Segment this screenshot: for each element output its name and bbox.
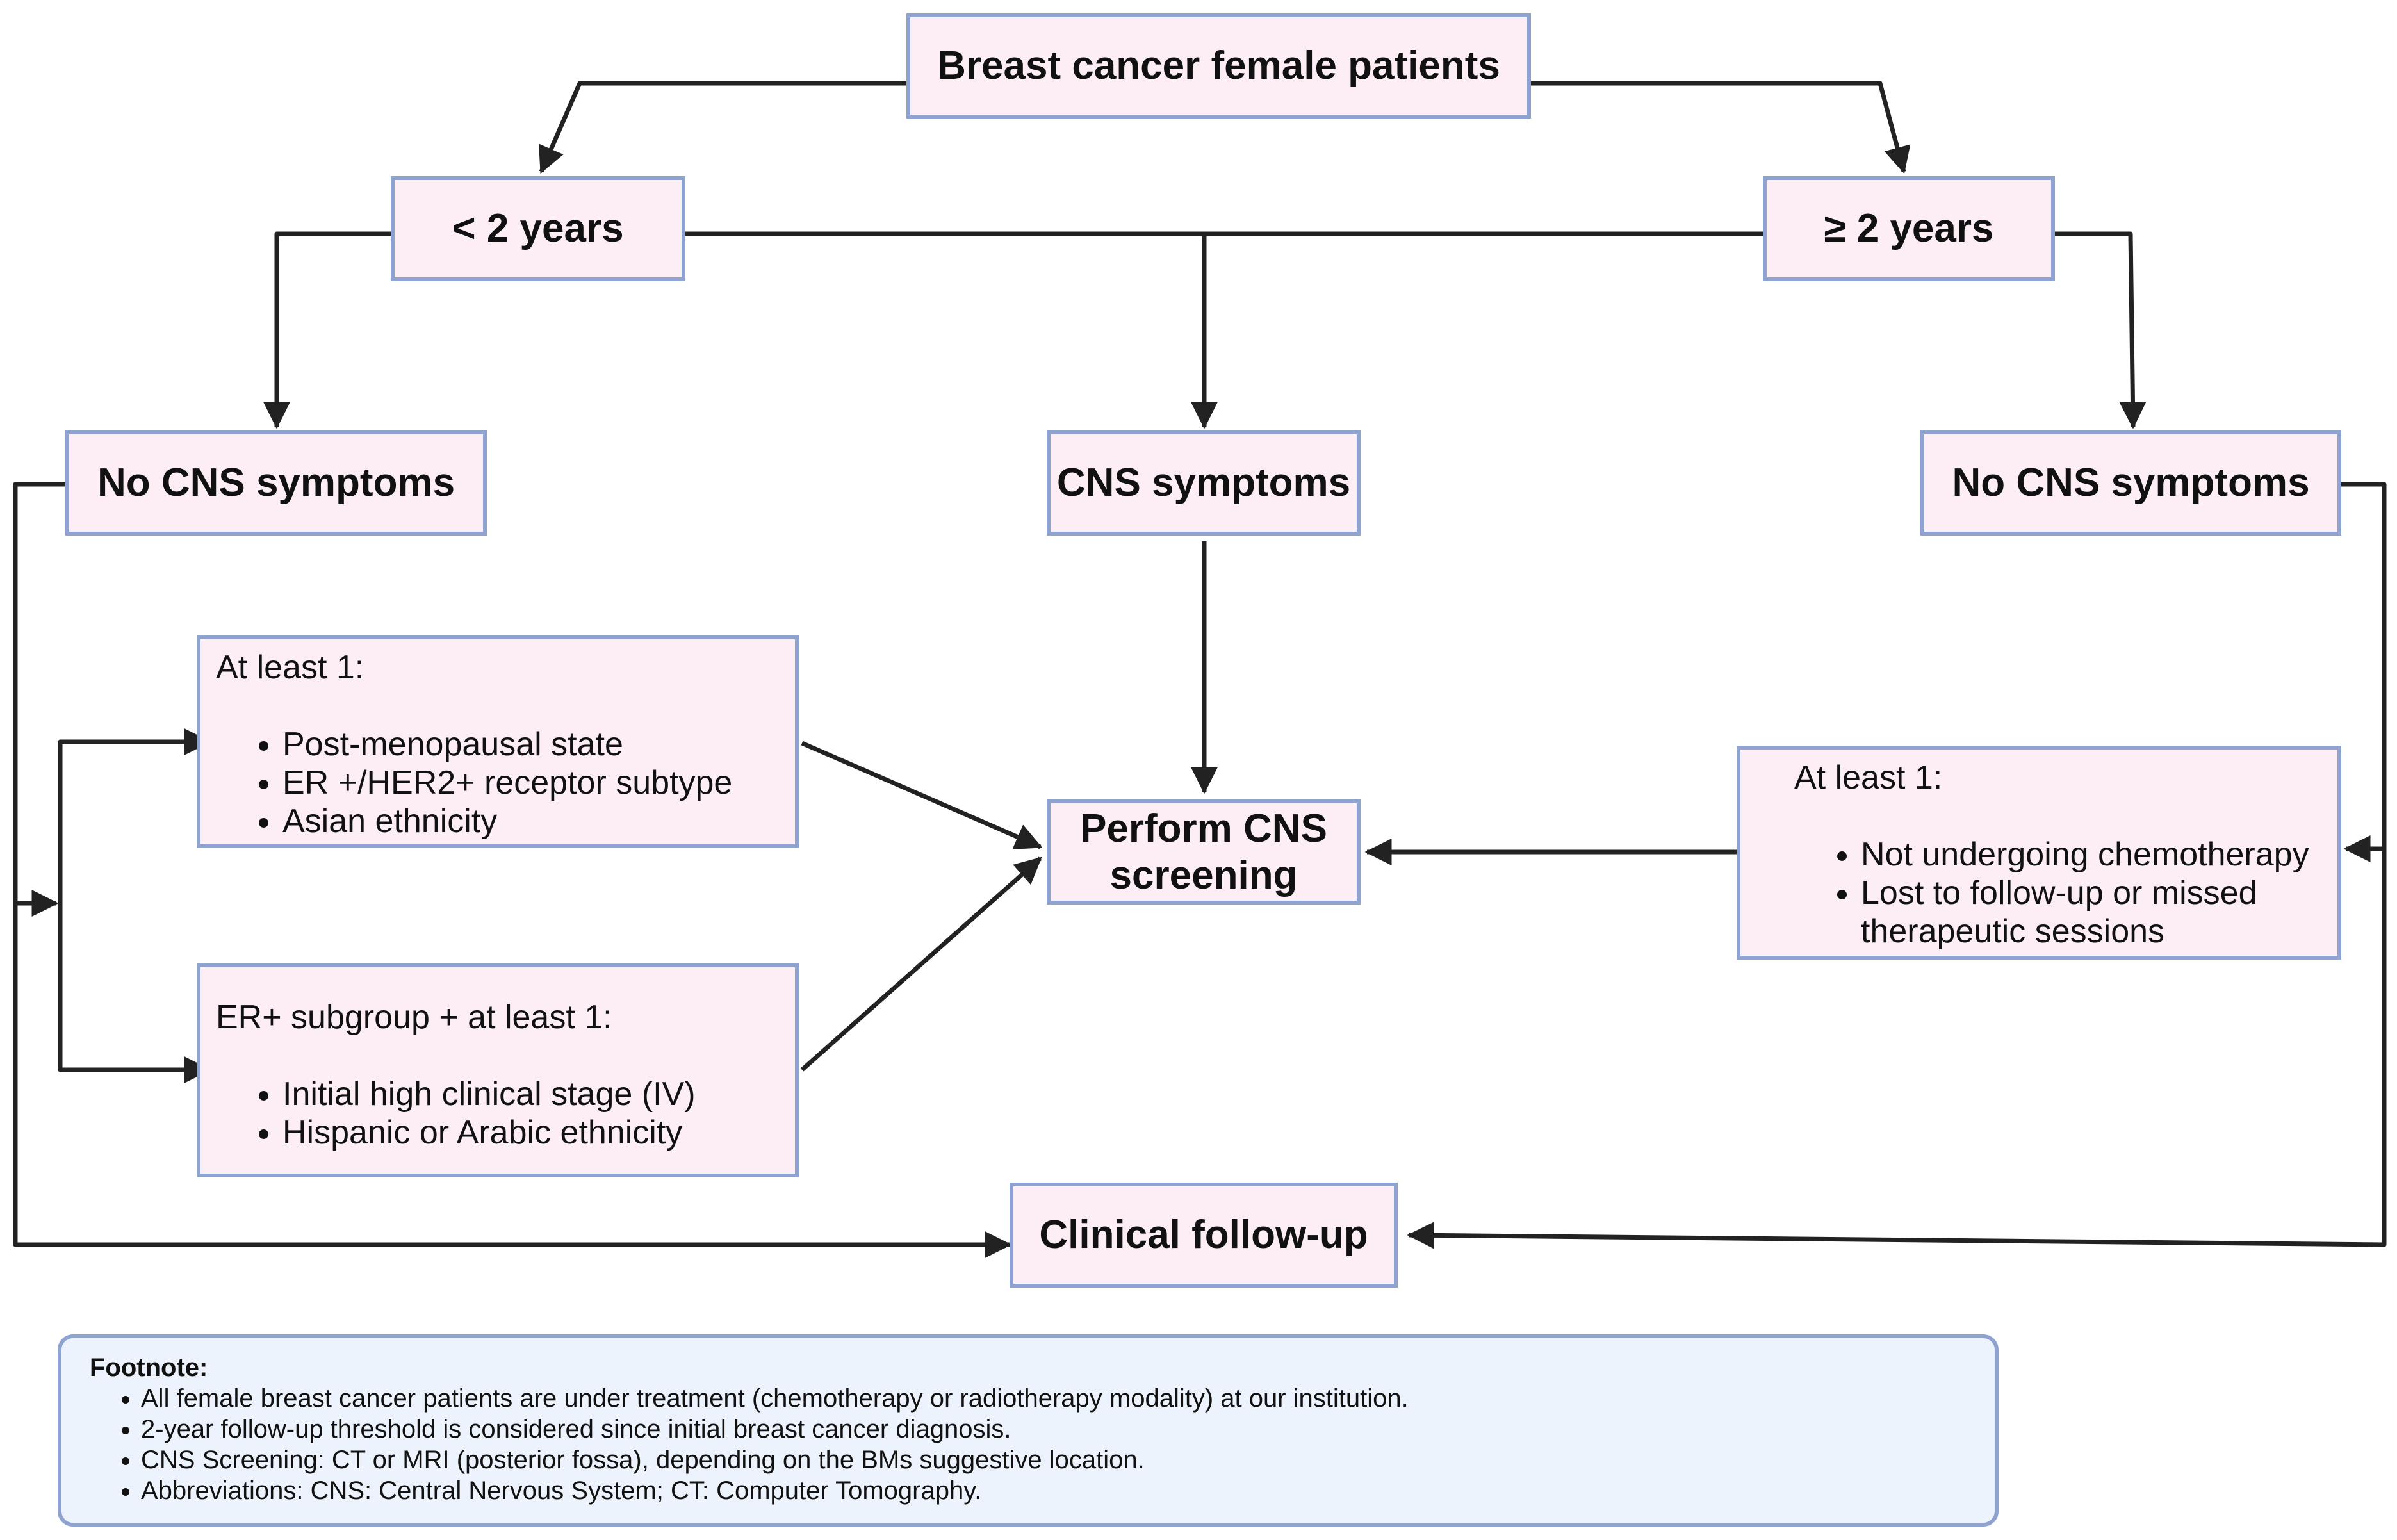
criteria-heading: At least 1:	[216, 649, 364, 686]
criteria-list: Initial high clinical stage (IV) Hispani…	[216, 1075, 780, 1152]
criteria-heading: At least 1:	[1794, 759, 1943, 796]
connector-root-to-over-two	[1531, 81, 1911, 174]
criteria-box-left-top: At least 1: Post-menopausal state ER +/H…	[197, 635, 799, 848]
under-two-years-node: < 2 years	[391, 176, 685, 281]
footnote-list: All female breast cancer patients are un…	[90, 1383, 1967, 1506]
criteria-item: Lost to follow-up or missed therapeutic …	[1861, 874, 2322, 951]
connector-criteria-bottom-to-screening	[800, 856, 1042, 1072]
criteria-item: Post-menopausal state	[282, 725, 780, 764]
no-cns-symptoms-right-node: No CNS symptoms	[1920, 430, 2341, 536]
criteria-list: Post-menopausal state ER +/HER2+ recepto…	[216, 725, 780, 840]
footnote-item: All female breast cancer patients are un…	[141, 1383, 1967, 1414]
footnote-item: Abbreviations: CNS: Central Nervous Syst…	[141, 1475, 1967, 1506]
cns-symptoms-node: CNS symptoms	[1047, 430, 1361, 536]
criteria-list: Not undergoing chemotherapy Lost to foll…	[1794, 835, 2322, 951]
criteria-item: ER +/HER2+ receptor subtype	[282, 764, 780, 802]
criteria-item: Asian ethnicity	[282, 802, 780, 840]
connector-no-cns-right-down	[1407, 482, 2387, 1249]
criteria-item: Not undergoing chemotherapy	[1861, 835, 2322, 874]
connector-left-branch-top	[58, 728, 211, 903]
footnote-panel: Footnote: All female breast cancer patie…	[58, 1334, 1999, 1527]
perform-cns-screening-node: Perform CNS screening	[1047, 799, 1361, 905]
over-two-years-node: ≥ 2 years	[1763, 176, 2055, 281]
connector-over-two-to-no-cns-right	[2055, 231, 2147, 429]
no-cns-symptoms-left-node: No CNS symptoms	[65, 430, 487, 536]
root-node: Breast cancer female patients	[906, 13, 1531, 119]
clinical-follow-up-node: Clinical follow-up	[1010, 1183, 1398, 1288]
footnote-title: Footnote:	[90, 1354, 208, 1382]
criteria-box-left-bottom: ER+ subgroup + at least 1: Initial high …	[197, 963, 799, 1177]
connector-root-to-under-two	[539, 81, 906, 174]
criteria-heading: ER+ subgroup + at least 1:	[216, 999, 612, 1036]
connector-no-cns-left-to-followup	[13, 482, 1012, 1258]
connector-under-two-to-no-cns-left	[263, 231, 391, 429]
connector-left-branch-bottom	[58, 903, 211, 1083]
criteria-box-right: At least 1: Not undergoing chemotherapy …	[1737, 746, 2341, 960]
criteria-item: Hispanic or Arabic ethnicity	[282, 1113, 780, 1152]
footnote-item: 2-year follow-up threshold is considered…	[141, 1414, 1967, 1445]
footnote-item: CNS Screening: CT or MRI (posterior foss…	[141, 1445, 1967, 1475]
connector-criteria-top-to-screening	[801, 741, 1043, 849]
criteria-item: Initial high clinical stage (IV)	[282, 1075, 780, 1113]
